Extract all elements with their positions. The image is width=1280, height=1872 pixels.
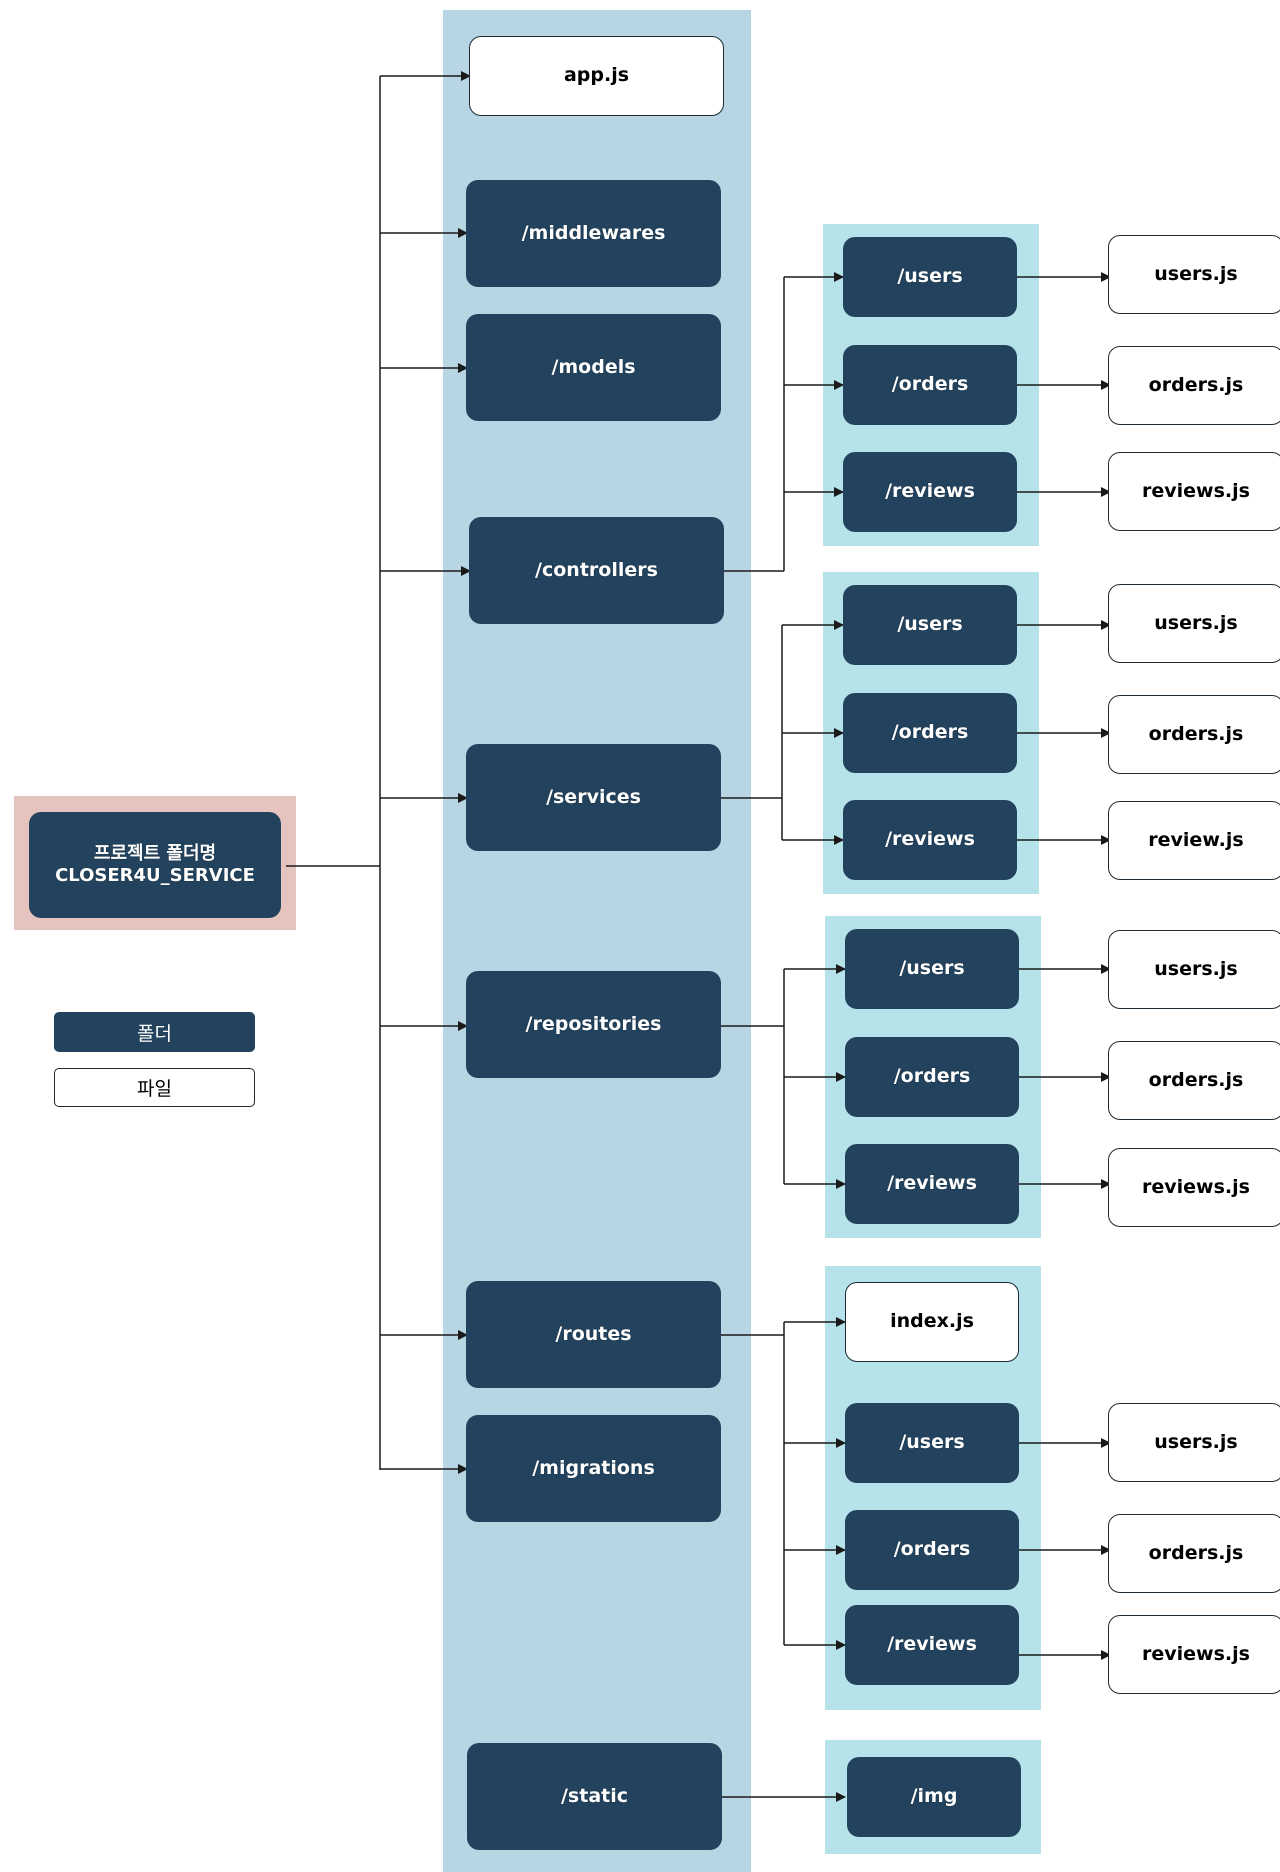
- repositories-users-file[interactable]: users.js: [1108, 930, 1280, 1009]
- controllers-reviews-folder[interactable]: /reviews: [843, 452, 1017, 532]
- root-project-folder[interactable]: 프로젝트 폴더명 CLOSER4U_SERVICE: [29, 812, 281, 918]
- repositories-orders-file[interactable]: orders.js: [1108, 1041, 1280, 1120]
- repositories-reviews-file[interactable]: reviews.js: [1108, 1148, 1280, 1227]
- routes-index-file[interactable]: index.js: [845, 1282, 1019, 1362]
- controllers-orders-file[interactable]: orders.js: [1108, 346, 1280, 425]
- services-users-folder[interactable]: /users: [843, 585, 1017, 665]
- repositories-folder[interactable]: /repositories: [466, 971, 721, 1078]
- controllers-users-file[interactable]: users.js: [1108, 235, 1280, 314]
- repositories-orders-folder[interactable]: /orders: [845, 1037, 1019, 1117]
- controllers-reviews-file[interactable]: reviews.js: [1108, 452, 1280, 531]
- services-users-file[interactable]: users.js: [1108, 584, 1280, 663]
- services-orders-folder[interactable]: /orders: [843, 693, 1017, 773]
- root-folder-label: 프로젝트 폴더명: [93, 842, 217, 864]
- routes-folder[interactable]: /routes: [466, 1281, 721, 1388]
- controllers-users-folder[interactable]: /users: [843, 237, 1017, 317]
- static-folder[interactable]: /static: [467, 1743, 722, 1850]
- services-folder[interactable]: /services: [466, 744, 721, 851]
- routes-orders-folder[interactable]: /orders: [845, 1510, 1019, 1590]
- routes-users-file[interactable]: users.js: [1108, 1403, 1280, 1482]
- static-img-folder[interactable]: /img: [847, 1757, 1021, 1837]
- services-reviews-folder[interactable]: /reviews: [843, 800, 1017, 880]
- root-folder-name: CLOSER4U_SERVICE: [55, 865, 255, 886]
- legend-file: 파일: [54, 1068, 255, 1107]
- repositories-reviews-folder[interactable]: /reviews: [845, 1144, 1019, 1224]
- app-js-file[interactable]: app.js: [469, 36, 724, 116]
- routes-reviews-folder[interactable]: /reviews: [845, 1605, 1019, 1685]
- controllers-folder[interactable]: /controllers: [469, 517, 724, 624]
- routes-reviews-file[interactable]: reviews.js: [1108, 1615, 1280, 1694]
- routes-users-folder[interactable]: /users: [845, 1403, 1019, 1483]
- services-review-file[interactable]: review.js: [1108, 801, 1280, 880]
- legend-folder: 폴더: [54, 1012, 255, 1052]
- migrations-folder[interactable]: /migrations: [466, 1415, 721, 1522]
- services-orders-file[interactable]: orders.js: [1108, 695, 1280, 774]
- controllers-orders-folder[interactable]: /orders: [843, 345, 1017, 425]
- models-folder[interactable]: /models: [466, 314, 721, 421]
- repositories-users-folder[interactable]: /users: [845, 929, 1019, 1009]
- routes-orders-file[interactable]: orders.js: [1108, 1514, 1280, 1593]
- middlewares-folder[interactable]: /middlewares: [466, 180, 721, 287]
